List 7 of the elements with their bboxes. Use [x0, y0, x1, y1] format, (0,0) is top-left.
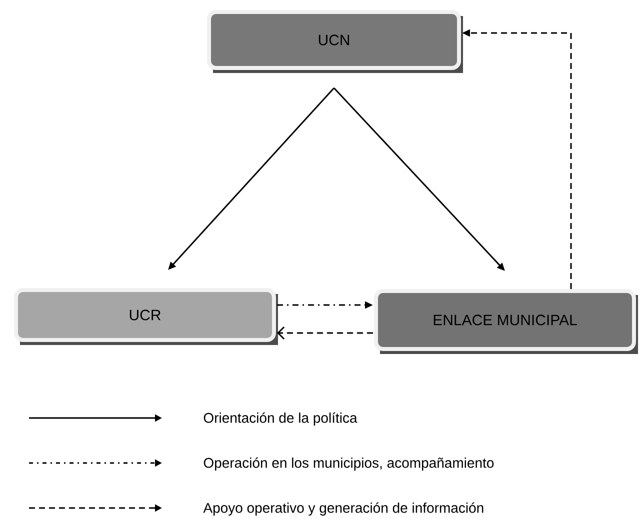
- legend-text: Apoyo operativo y generación de información: [203, 502, 484, 516]
- process-box: UCR: [14, 288, 278, 345]
- arrow: [277, 326, 373, 340]
- legend-text: Orientación de la política: [204, 412, 358, 426]
- process-box: UCN: [207, 10, 463, 73]
- legend-text: Operación en los municipios, acompañamiento: [204, 457, 494, 471]
- process-box: ENLACE MUNICIPAL: [374, 289, 638, 354]
